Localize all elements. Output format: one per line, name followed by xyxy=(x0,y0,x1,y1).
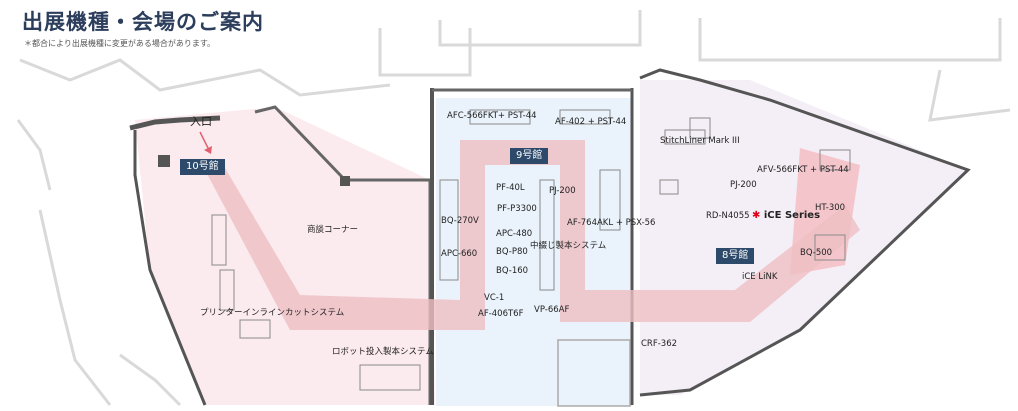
machine-vp66af: VP-66AF xyxy=(534,305,570,315)
machine-ht300: HT-300 xyxy=(815,203,846,213)
machine-bq500: BQ-500 xyxy=(800,248,833,258)
machine-afv566: AFV-566FKT + PST-44 xyxy=(757,165,849,175)
hall-8-badge: 8号館 xyxy=(716,248,755,264)
page-title: 出展機種・会場のご案内 xyxy=(22,10,264,34)
hall-10-floor xyxy=(129,105,435,406)
area-printer-inline: プリンターインラインカットシステム xyxy=(200,308,345,318)
machine-icelink: iCE LiNK xyxy=(742,272,778,282)
machine-pj200-9: PJ-200 xyxy=(549,186,576,196)
hall-8-floor xyxy=(639,68,971,397)
machine-bq160: BQ-160 xyxy=(496,266,529,276)
area-shodan: 商談コーナー xyxy=(307,225,359,235)
booth-sketches xyxy=(211,109,851,391)
machine-apc660: APC-660 xyxy=(441,249,478,259)
machine-af764: AF-764AKL + PSX-56 xyxy=(567,218,656,228)
entrance-label: 入口 xyxy=(190,115,212,128)
background-outlines xyxy=(16,10,1011,407)
machine-af402: AF-402 + PST-44 xyxy=(555,117,627,127)
machine-bq270v: BQ-270V xyxy=(441,216,479,226)
ice-series-logo: ✱ iCE Series xyxy=(752,210,820,221)
ice-series-text: iCE Series xyxy=(763,210,821,221)
entrance-arrow xyxy=(199,131,212,154)
area-robot: ロボット投入製本システム xyxy=(332,347,434,357)
machine-rdn4055: RD-N4055 xyxy=(706,211,750,221)
disclaimer-note: ＊都合により出展機種に変更がある場合があります。 xyxy=(24,39,216,48)
machine-stitchliner: StitchLiner Mark III xyxy=(660,136,740,146)
machine-chutoji: 中綴じ製本システム xyxy=(530,241,607,251)
machine-af406: AF-406T6F xyxy=(478,309,524,319)
machine-pj200-8: PJ-200 xyxy=(730,180,757,190)
machine-bqp80: BQ-P80 xyxy=(496,247,528,257)
machine-crf362: CRF-362 xyxy=(641,339,678,349)
visitor-route xyxy=(205,140,860,330)
machine-vc1: VC-1 xyxy=(484,293,505,303)
hall-10-badge: 10号館 xyxy=(180,159,225,175)
machine-apc480: APC-480 xyxy=(496,229,533,239)
ice-series-star-icon: ✱ xyxy=(752,210,761,221)
machine-pfp3300: PF-P3300 xyxy=(497,204,537,214)
machine-afc566: AFC-566FKT+ PST-44 xyxy=(447,111,537,121)
machine-pf40l: PF-40L xyxy=(496,183,525,193)
hall-9-badge: 9号館 xyxy=(510,148,549,164)
